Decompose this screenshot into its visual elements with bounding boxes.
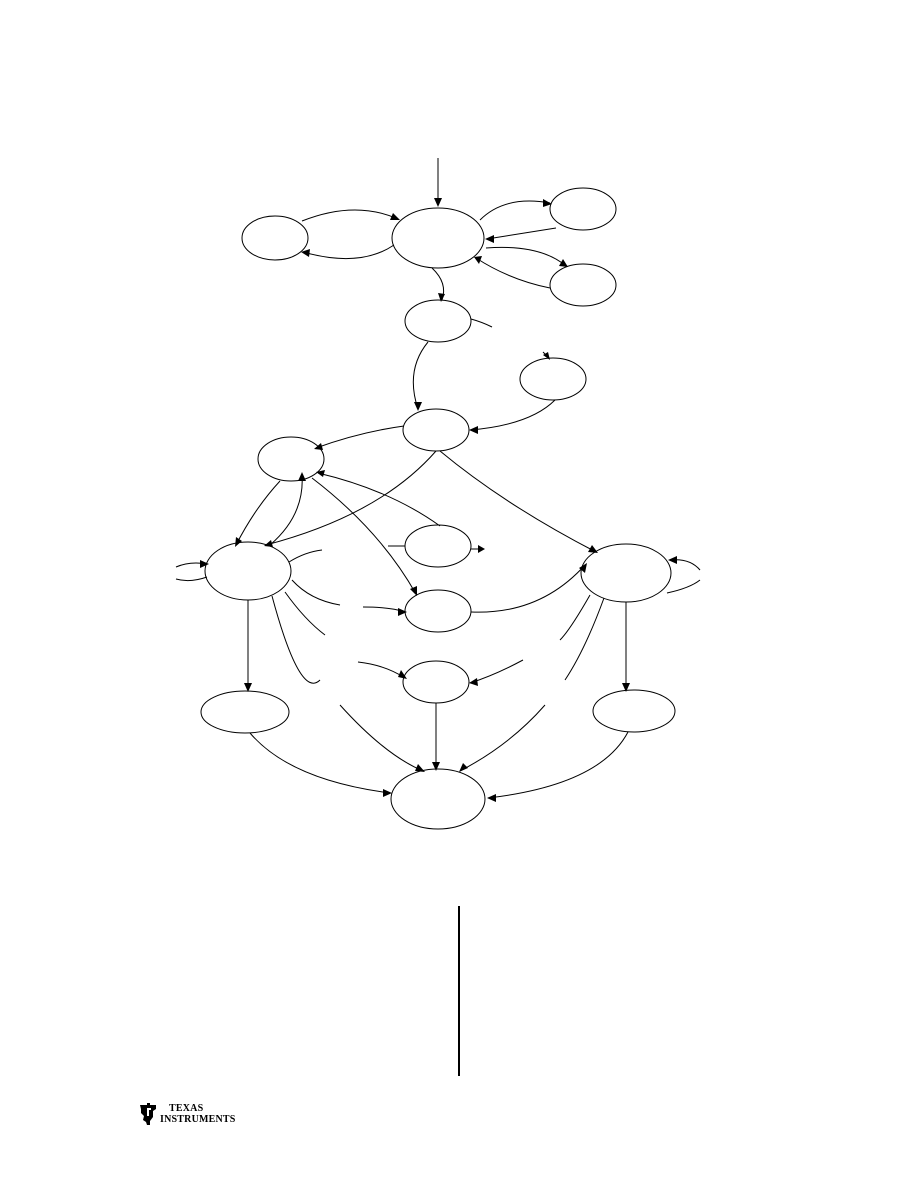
arrowhead: [414, 402, 422, 411]
edge: [470, 318, 493, 328]
logo-line-2: Instruments: [160, 1114, 236, 1125]
state-node: [204, 541, 292, 601]
state-node: [402, 408, 470, 452]
edge: [271, 595, 321, 684]
arrowhead: [383, 789, 392, 797]
edge: [469, 399, 556, 431]
state-node: [404, 589, 472, 633]
arrowhead: [264, 540, 273, 547]
edge: [459, 704, 546, 772]
edge: [479, 200, 551, 221]
arrowhead: [559, 259, 568, 267]
arrowheads: [200, 198, 677, 802]
state-node: [592, 689, 676, 733]
arrowhead: [579, 563, 587, 573]
arrowhead: [485, 235, 494, 243]
arrowhead: [434, 198, 442, 207]
nodes: [200, 187, 676, 830]
edge: [301, 209, 399, 222]
edge: [288, 549, 323, 563]
edge: [249, 732, 391, 794]
edge: [487, 731, 629, 799]
edge: [564, 597, 605, 681]
arrowhead: [301, 249, 310, 257]
arrowhead: [316, 470, 325, 477]
arrowhead: [432, 762, 440, 771]
edge: [339, 704, 424, 772]
arrowhead: [415, 764, 425, 772]
state-node: [241, 215, 309, 261]
arrowhead: [438, 293, 445, 302]
arrowhead: [543, 352, 550, 360]
arrowhead: [469, 678, 478, 686]
state-node: [519, 357, 587, 401]
arrowhead: [298, 472, 306, 481]
edge: [315, 425, 405, 449]
arrowhead: [459, 763, 468, 772]
edge: [666, 579, 701, 594]
edge: [175, 576, 208, 582]
edge: [302, 244, 395, 260]
arrowhead: [487, 794, 496, 802]
edge: [470, 564, 586, 613]
edge: [485, 246, 567, 267]
arrowhead: [469, 426, 478, 434]
ti-logo-icon: [140, 1103, 156, 1125]
arrowhead: [622, 683, 630, 692]
state-node: [390, 768, 486, 830]
state-node: [404, 524, 472, 568]
edges: [175, 158, 701, 799]
state-node: [580, 543, 672, 603]
edge: [265, 450, 437, 546]
arrowhead: [200, 560, 209, 568]
arrowhead: [314, 443, 323, 450]
arrowhead: [474, 256, 482, 264]
state-node: [549, 263, 617, 307]
arrowhead: [390, 213, 400, 220]
state-node: [200, 690, 290, 734]
state-node: [404, 299, 472, 343]
arrowhead: [668, 556, 677, 564]
edge: [439, 450, 597, 553]
edge: [412, 341, 429, 410]
edge: [284, 591, 326, 636]
logo-line-1: Texas: [169, 1103, 204, 1114]
arrowhead: [398, 608, 407, 616]
edge: [559, 594, 591, 641]
edge: [357, 661, 406, 679]
arrowhead: [543, 199, 552, 207]
arrowhead: [244, 683, 252, 692]
edge: [291, 579, 341, 606]
edge: [269, 473, 303, 546]
edge: [317, 472, 441, 527]
arrowhead: [235, 537, 242, 547]
arrowhead: [398, 670, 407, 679]
edge: [235, 480, 281, 546]
state-node: [549, 187, 617, 231]
arrowhead: [588, 545, 598, 553]
edge: [475, 257, 551, 289]
edge: [486, 227, 557, 240]
state-node: [391, 207, 485, 269]
edge: [311, 477, 417, 595]
state-node: [257, 436, 325, 482]
edge: [469, 659, 524, 684]
arrowhead: [478, 545, 485, 553]
arrowhead: [410, 586, 417, 596]
vertical-divider: [458, 906, 460, 1076]
state-node: [402, 660, 470, 704]
texas-instruments-logo: Texas Instruments: [138, 1102, 236, 1126]
